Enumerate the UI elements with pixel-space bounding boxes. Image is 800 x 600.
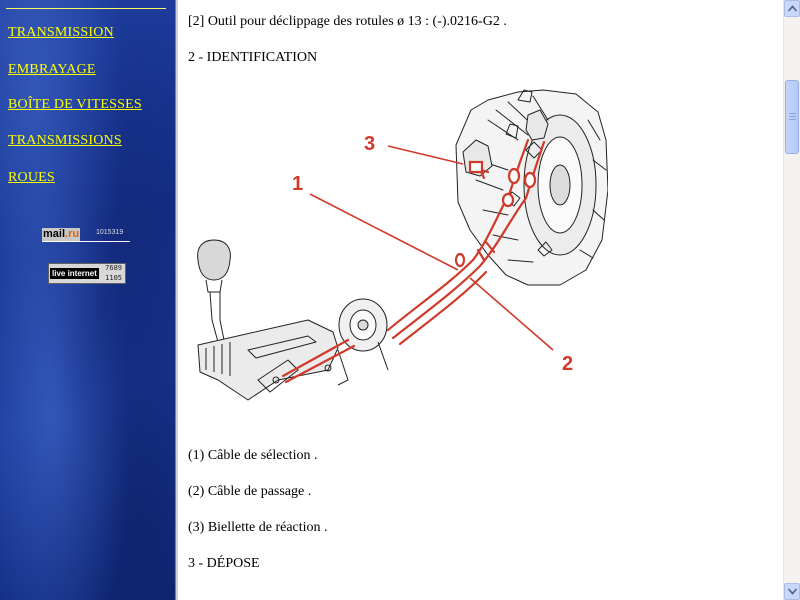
- frame-divider[interactable]: [175, 0, 179, 600]
- vertical-scrollbar[interactable]: [783, 0, 800, 600]
- liveinternet-count-top: 7689: [105, 264, 122, 272]
- section-heading-depose: 3 - DÉPOSE: [188, 556, 260, 571]
- nav-link-transmission[interactable]: TRANSMISSION: [8, 25, 114, 40]
- mail-ru-counter[interactable]: mail.ru 1015319: [42, 228, 130, 242]
- scroll-down-button[interactable]: [784, 583, 800, 600]
- gear-lever-assembly: [197, 239, 389, 401]
- legend-item-1: (1) Câble de sélection .: [188, 448, 318, 463]
- legend-item-2: (2) Câble de passage .: [188, 484, 312, 499]
- mail-ru-count: 1015319: [96, 229, 124, 236]
- gearbox-cable-diagram: 1 2 3: [197, 89, 608, 401]
- legend-item-3: (3) Biellette de réaction .: [188, 520, 328, 535]
- nav-link-transmissions[interactable]: TRANSMISSIONS: [8, 133, 122, 148]
- callout-1-label: 1: [292, 173, 303, 195]
- callout-3-label: 3: [364, 133, 375, 155]
- section-heading-identification: 2 - IDENTIFICATION: [188, 50, 318, 65]
- navigation-frame: TRANSMISSION EMBRAYAGE BOÎTE DE VITESSES…: [0, 0, 175, 600]
- liveinternet-counter[interactable]: live internet 7689 1105: [48, 263, 126, 284]
- scroll-thumb[interactable]: [785, 80, 799, 154]
- content-frame: [2] Outil pour déclippage des rotules ø …: [179, 0, 783, 600]
- nav-link-roues[interactable]: ROUES: [8, 170, 55, 185]
- top-divider: [6, 8, 166, 9]
- highlighted-cables: [281, 138, 546, 384]
- arrow-down-icon: [788, 588, 797, 595]
- tool-reference-line: [2] Outil pour déclippage des rotules ø …: [188, 14, 507, 29]
- liveinternet-logo: live internet: [50, 268, 99, 279]
- liveinternet-count-bottom: 1105: [105, 274, 122, 282]
- mail-ru-logo: mail.ru: [42, 228, 81, 241]
- arrow-up-icon: [788, 5, 797, 12]
- callout-leader-lines: [309, 145, 554, 351]
- callout-1-leader: [309, 193, 459, 271]
- scroll-up-button[interactable]: [784, 0, 800, 17]
- nav-link-boite-de-vitesses[interactable]: BOÎTE DE VITESSES: [8, 97, 142, 112]
- callout-2-leader: [469, 277, 554, 351]
- callout-2-label: 2: [562, 353, 573, 375]
- callout-3-leader: [387, 145, 464, 165]
- nav-link-embrayage[interactable]: EMBRAYAGE: [8, 62, 96, 77]
